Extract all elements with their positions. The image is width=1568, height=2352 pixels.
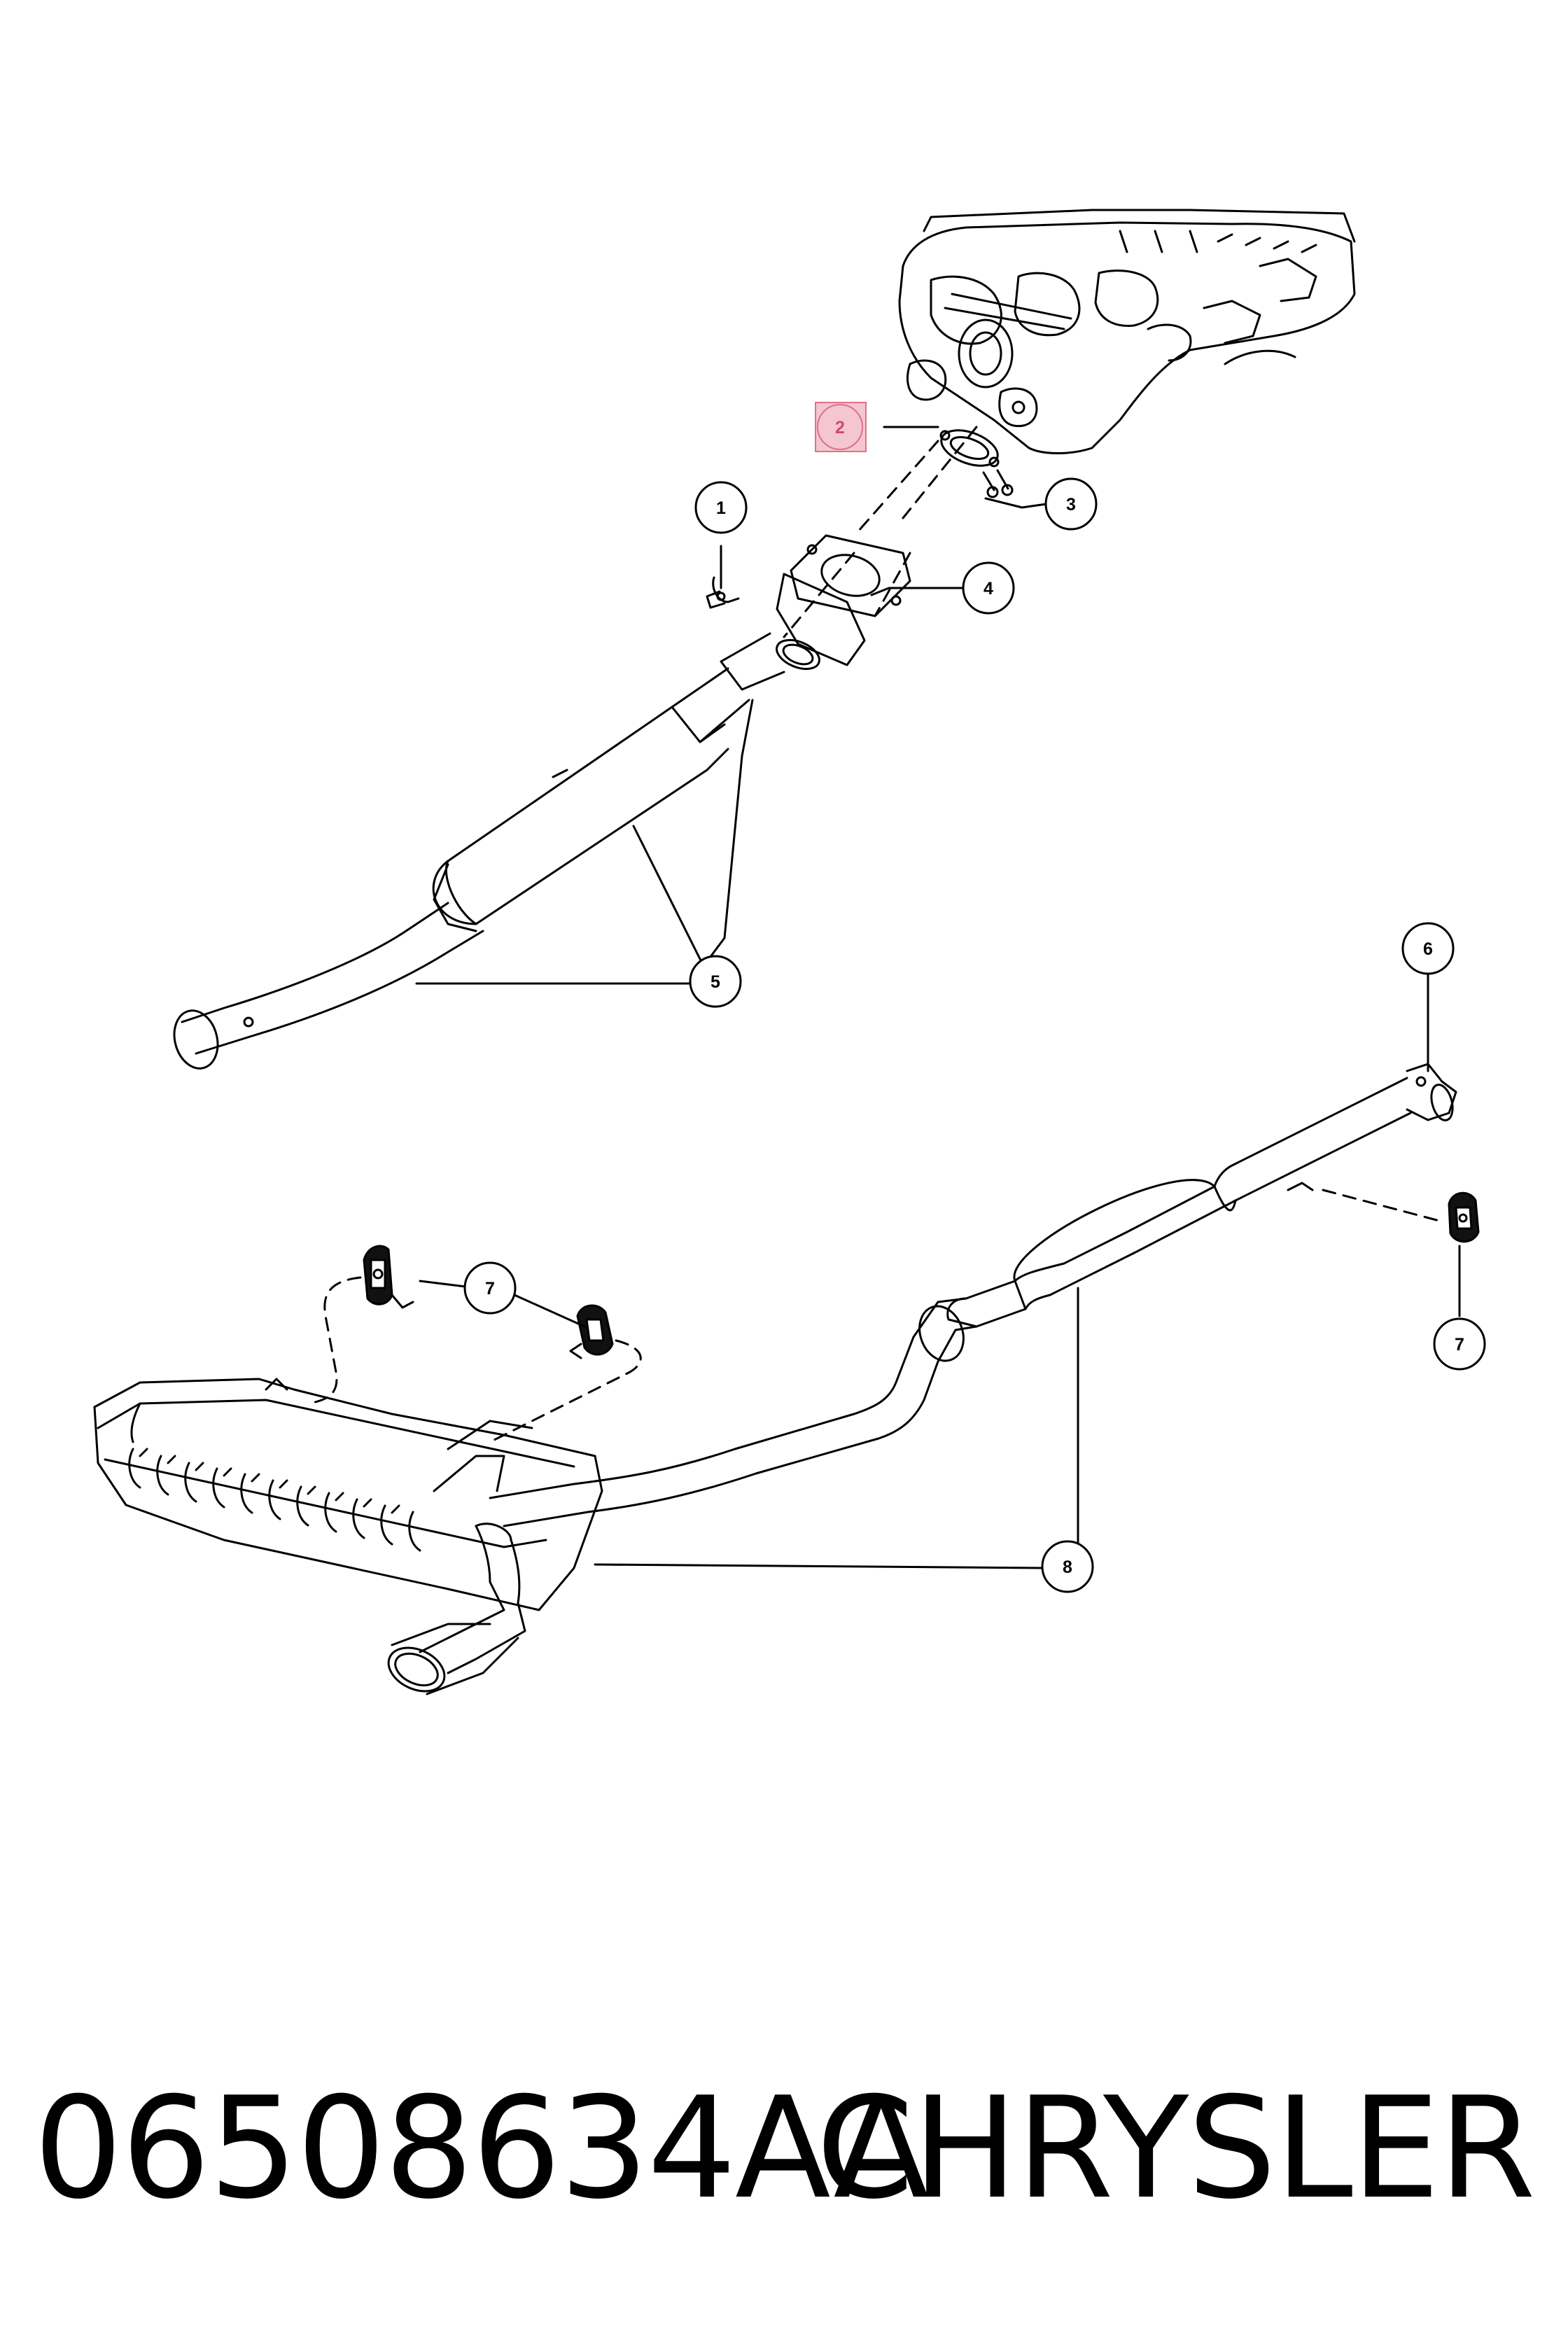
callout-4[interactable]: 4 bbox=[962, 561, 1015, 615]
callout-5[interactable]: 5 bbox=[689, 955, 742, 1008]
rear-muffler bbox=[93, 1378, 603, 1695]
callout-7-left[interactable]: 7 bbox=[463, 1261, 517, 1315]
isolator-middle bbox=[576, 1304, 614, 1356]
extension-pipe-clamp bbox=[1231, 1063, 1457, 1202]
callout-8[interactable]: 8 bbox=[1041, 1540, 1094, 1593]
hanger-rod-left bbox=[391, 1294, 414, 1309]
exhaust-manifold bbox=[898, 209, 1356, 454]
callout-7-right[interactable]: 7 bbox=[1433, 1317, 1486, 1371]
alignment-lines-lower bbox=[307, 1189, 1443, 1443]
manifold-gasket bbox=[939, 429, 1000, 468]
callout-1[interactable]: 1 bbox=[694, 481, 748, 534]
callout-6[interactable]: 6 bbox=[1401, 922, 1455, 975]
svg-text:8: 8 bbox=[1063, 1558, 1072, 1577]
isolator-left bbox=[363, 1245, 393, 1306]
leader-lines bbox=[415, 426, 1461, 1569]
hanger-rod-middle bbox=[569, 1343, 582, 1359]
footer: 06508634AA CHRYSLER bbox=[28, 2065, 1540, 2233]
svg-text:7: 7 bbox=[1455, 1335, 1464, 1354]
svg-text:7: 7 bbox=[485, 1279, 495, 1298]
svg-text:6: 6 bbox=[1423, 939, 1433, 959]
clamp bbox=[706, 576, 740, 609]
alignment-lines-upper bbox=[783, 426, 978, 638]
muffler-louvers bbox=[128, 1448, 421, 1552]
flange-gasket bbox=[790, 534, 911, 617]
tailpipe-tip bbox=[387, 1522, 526, 1695]
front-pipe-catalytic-converter bbox=[173, 573, 866, 1070]
svg-text:5: 5 bbox=[710, 972, 720, 992]
svg-text:1: 1 bbox=[716, 498, 726, 518]
callout-3[interactable]: 3 bbox=[1044, 477, 1098, 531]
brand-name: CHRYSLER bbox=[816, 2067, 1536, 2230]
svg-text:2: 2 bbox=[835, 418, 845, 438]
manifold-studs bbox=[982, 469, 1014, 498]
isolator-right bbox=[1448, 1191, 1480, 1243]
callout-2[interactable]: 2 bbox=[815, 402, 867, 452]
svg-text:3: 3 bbox=[1066, 495, 1076, 514]
resonator-pipe bbox=[489, 1164, 1314, 1527]
part-number: 06508634AA bbox=[34, 2067, 929, 2230]
svg-text:4: 4 bbox=[983, 579, 993, 598]
